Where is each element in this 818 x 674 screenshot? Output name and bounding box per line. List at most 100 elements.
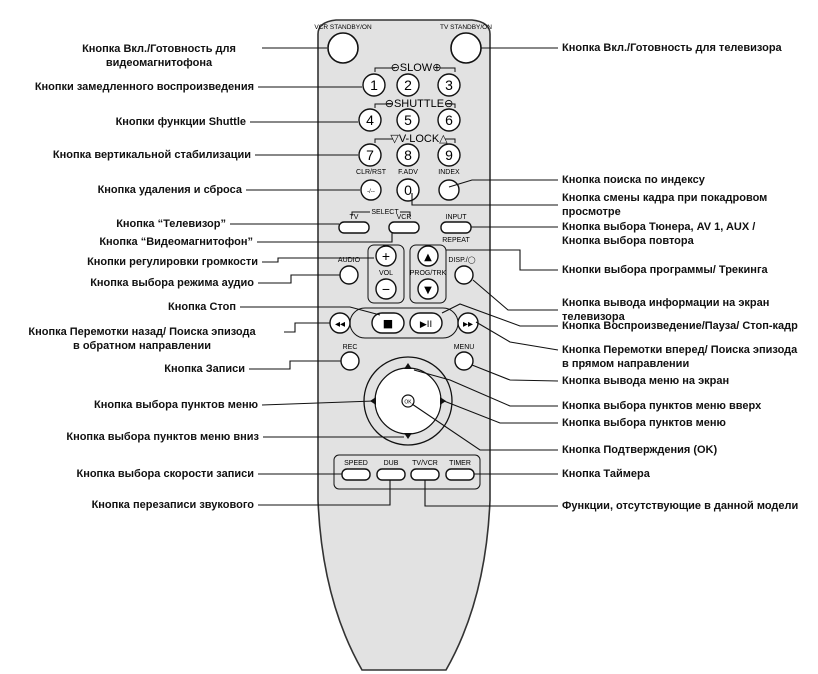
label-clr-rst: Кнопка удаления и сброса xyxy=(97,184,242,196)
label-vcr-standby: Кнопка Вкл./Готовность для видеомагнитоф… xyxy=(82,43,236,69)
f-adv-label: F.ADV xyxy=(398,169,418,176)
label-rewind: Кнопка Перемотки назад/ Поиска эпизода в… xyxy=(28,326,256,352)
svg-text:7: 7 xyxy=(366,147,374,163)
svg-text:▼: ▼ xyxy=(424,285,432,296)
label-menu-item: Кнопка выбора пунктов меню xyxy=(562,417,726,429)
digit-1-button[interactable]: 1 xyxy=(362,73,386,97)
label-vlock: Кнопка вертикальной стабилизации xyxy=(52,149,251,161)
tv-mode-button[interactable] xyxy=(338,221,370,234)
vcr-mode-button[interactable] xyxy=(388,221,420,234)
dub-button[interactable] xyxy=(376,468,406,481)
digit-6-button[interactable]: 6 xyxy=(437,108,461,132)
disp-button[interactable] xyxy=(454,265,474,285)
svg-text:▶II: ▶II xyxy=(420,320,432,330)
svg-text:■: ■ xyxy=(383,317,393,330)
vlock-group-label: ▽V-LOCK△ xyxy=(390,133,448,145)
dub-label: DUB xyxy=(384,460,399,467)
label-tv-standby: Кнопка Вкл./Готовность для телевизора xyxy=(562,42,782,54)
menu-button[interactable] xyxy=(454,351,474,371)
label-timer: Кнопка Таймера xyxy=(562,468,650,480)
vcr-standby-label: VCR STANDBY/ON xyxy=(314,24,372,31)
digit-2-button[interactable]: 2 xyxy=(396,73,420,97)
tv-vcr-button[interactable] xyxy=(410,468,440,481)
label-speed: Кнопка выбора скорости записи xyxy=(76,468,254,480)
digit-9-button[interactable]: 9 xyxy=(437,143,461,167)
clr-rst-button[interactable]: -/-- xyxy=(360,179,382,201)
speed-button[interactable] xyxy=(341,468,371,481)
digit-4-button[interactable]: 4 xyxy=(358,108,382,132)
repeat-label: REPEAT xyxy=(442,237,470,244)
program-down-button[interactable]: ▼ xyxy=(417,278,439,300)
label-menu-down: Кнопка выбора пунктов меню вниз xyxy=(66,431,259,443)
timer-label: TIMER xyxy=(449,460,471,467)
label-fast-forward: Кнопка Перемотки вперед/ Поиска эпизода … xyxy=(562,344,798,370)
digit-5-button[interactable]: 5 xyxy=(396,108,420,132)
program-up-button[interactable]: ▲ xyxy=(417,245,439,267)
nav-right-arrow-icon[interactable] xyxy=(440,397,446,405)
record-button[interactable] xyxy=(340,351,360,371)
digit-8-button[interactable]: 8 xyxy=(396,143,420,167)
tv-standby-button[interactable] xyxy=(450,32,482,64)
clr-rst-label: CLR/RST xyxy=(356,169,387,176)
svg-text:▸▸: ▸▸ xyxy=(463,319,473,330)
label-stop: Кнопка Стоп xyxy=(168,301,236,313)
svg-text:0: 0 xyxy=(404,182,412,198)
select-group-label: SELECT xyxy=(371,209,399,216)
label-menu-up: Кнопка выбора пунктов меню вверх xyxy=(562,400,762,412)
svg-text:6: 6 xyxy=(445,112,453,128)
svg-text:OK: OK xyxy=(404,400,412,406)
digit-0-button[interactable]: 0 xyxy=(396,178,420,202)
vcr-standby-button[interactable] xyxy=(327,32,359,64)
rewind-button[interactable]: ◂◂ xyxy=(329,312,351,334)
label-slow: Кнопки замедленного воспроизведения xyxy=(34,81,254,93)
svg-text:−: − xyxy=(382,281,390,297)
index-button[interactable] xyxy=(438,179,460,201)
svg-text:3: 3 xyxy=(445,77,453,93)
input-button[interactable] xyxy=(440,221,472,234)
ok-button[interactable]: OK xyxy=(401,394,415,408)
digit-3-button[interactable]: 3 xyxy=(437,73,461,97)
label-input: Кнопка выбора Тюнера, AV 1, AUX / Кнопка… xyxy=(562,221,756,247)
label-menu-select: Кнопка выбора пунктов меню xyxy=(94,399,258,411)
svg-text:5: 5 xyxy=(404,112,412,128)
timer-button[interactable] xyxy=(445,468,475,481)
nav-up-arrow-icon[interactable] xyxy=(404,363,412,369)
vcr-button-label: VCR xyxy=(397,214,412,221)
disp-label: DISP./◯ xyxy=(448,256,475,264)
rec-label: REC xyxy=(343,344,358,351)
label-disp: Кнопка вывода информации на экран телеви… xyxy=(562,297,770,323)
tv-standby-label: TV STANDBY/ON xyxy=(440,24,492,31)
svg-text:1: 1 xyxy=(370,77,378,93)
label-prog-trk: Кнопки выбора программы/ Трекинга xyxy=(562,264,768,276)
volume-up-button[interactable]: + xyxy=(375,245,397,267)
audio-label: AUDIO xyxy=(338,257,361,264)
digit-7-button[interactable]: 7 xyxy=(358,143,382,167)
label-not-available: Функции, отсутствующие в данной модели xyxy=(562,500,799,512)
svg-text:▲: ▲ xyxy=(424,252,432,263)
label-rec: Кнопка Записи xyxy=(164,363,245,375)
fast-forward-button[interactable]: ▸▸ xyxy=(457,312,479,334)
label-vcr: Кнопка “Видеомагнитофон” xyxy=(99,236,253,248)
label-tv: Кнопка “Телевизор” xyxy=(116,218,226,230)
menu-label: MENU xyxy=(454,344,475,351)
label-menu: Кнопка вывода меню на экран xyxy=(562,375,730,387)
nav-down-arrow-icon[interactable] xyxy=(404,433,412,439)
play-pause-button[interactable]: ▶II xyxy=(409,312,443,334)
label-volume: Кнопки регулировки громкости xyxy=(87,256,258,268)
label-f-adv: Кнопка смены кадра при покадровом просмо… xyxy=(562,192,768,218)
shuttle-group-label: ⊖SHUTTLE⊖ xyxy=(385,98,454,110)
bottom-group-outline xyxy=(333,454,481,490)
stop-button[interactable]: ■ xyxy=(371,312,405,334)
svg-text:2: 2 xyxy=(404,77,412,93)
input-button-label: INPUT xyxy=(446,214,468,221)
audio-button[interactable] xyxy=(339,265,359,285)
volume-down-button[interactable]: − xyxy=(375,278,397,300)
index-label: INDEX xyxy=(438,169,460,176)
label-shuttle: Кнопки функции Shuttle xyxy=(115,116,246,128)
svg-text:8: 8 xyxy=(404,147,412,163)
slow-group-label: ⊖SLOW⊕ xyxy=(391,62,442,74)
program-rocker-outline xyxy=(409,244,447,304)
label-index: Кнопка поиска по индексу xyxy=(562,174,705,186)
vol-label: VOL xyxy=(379,270,393,277)
